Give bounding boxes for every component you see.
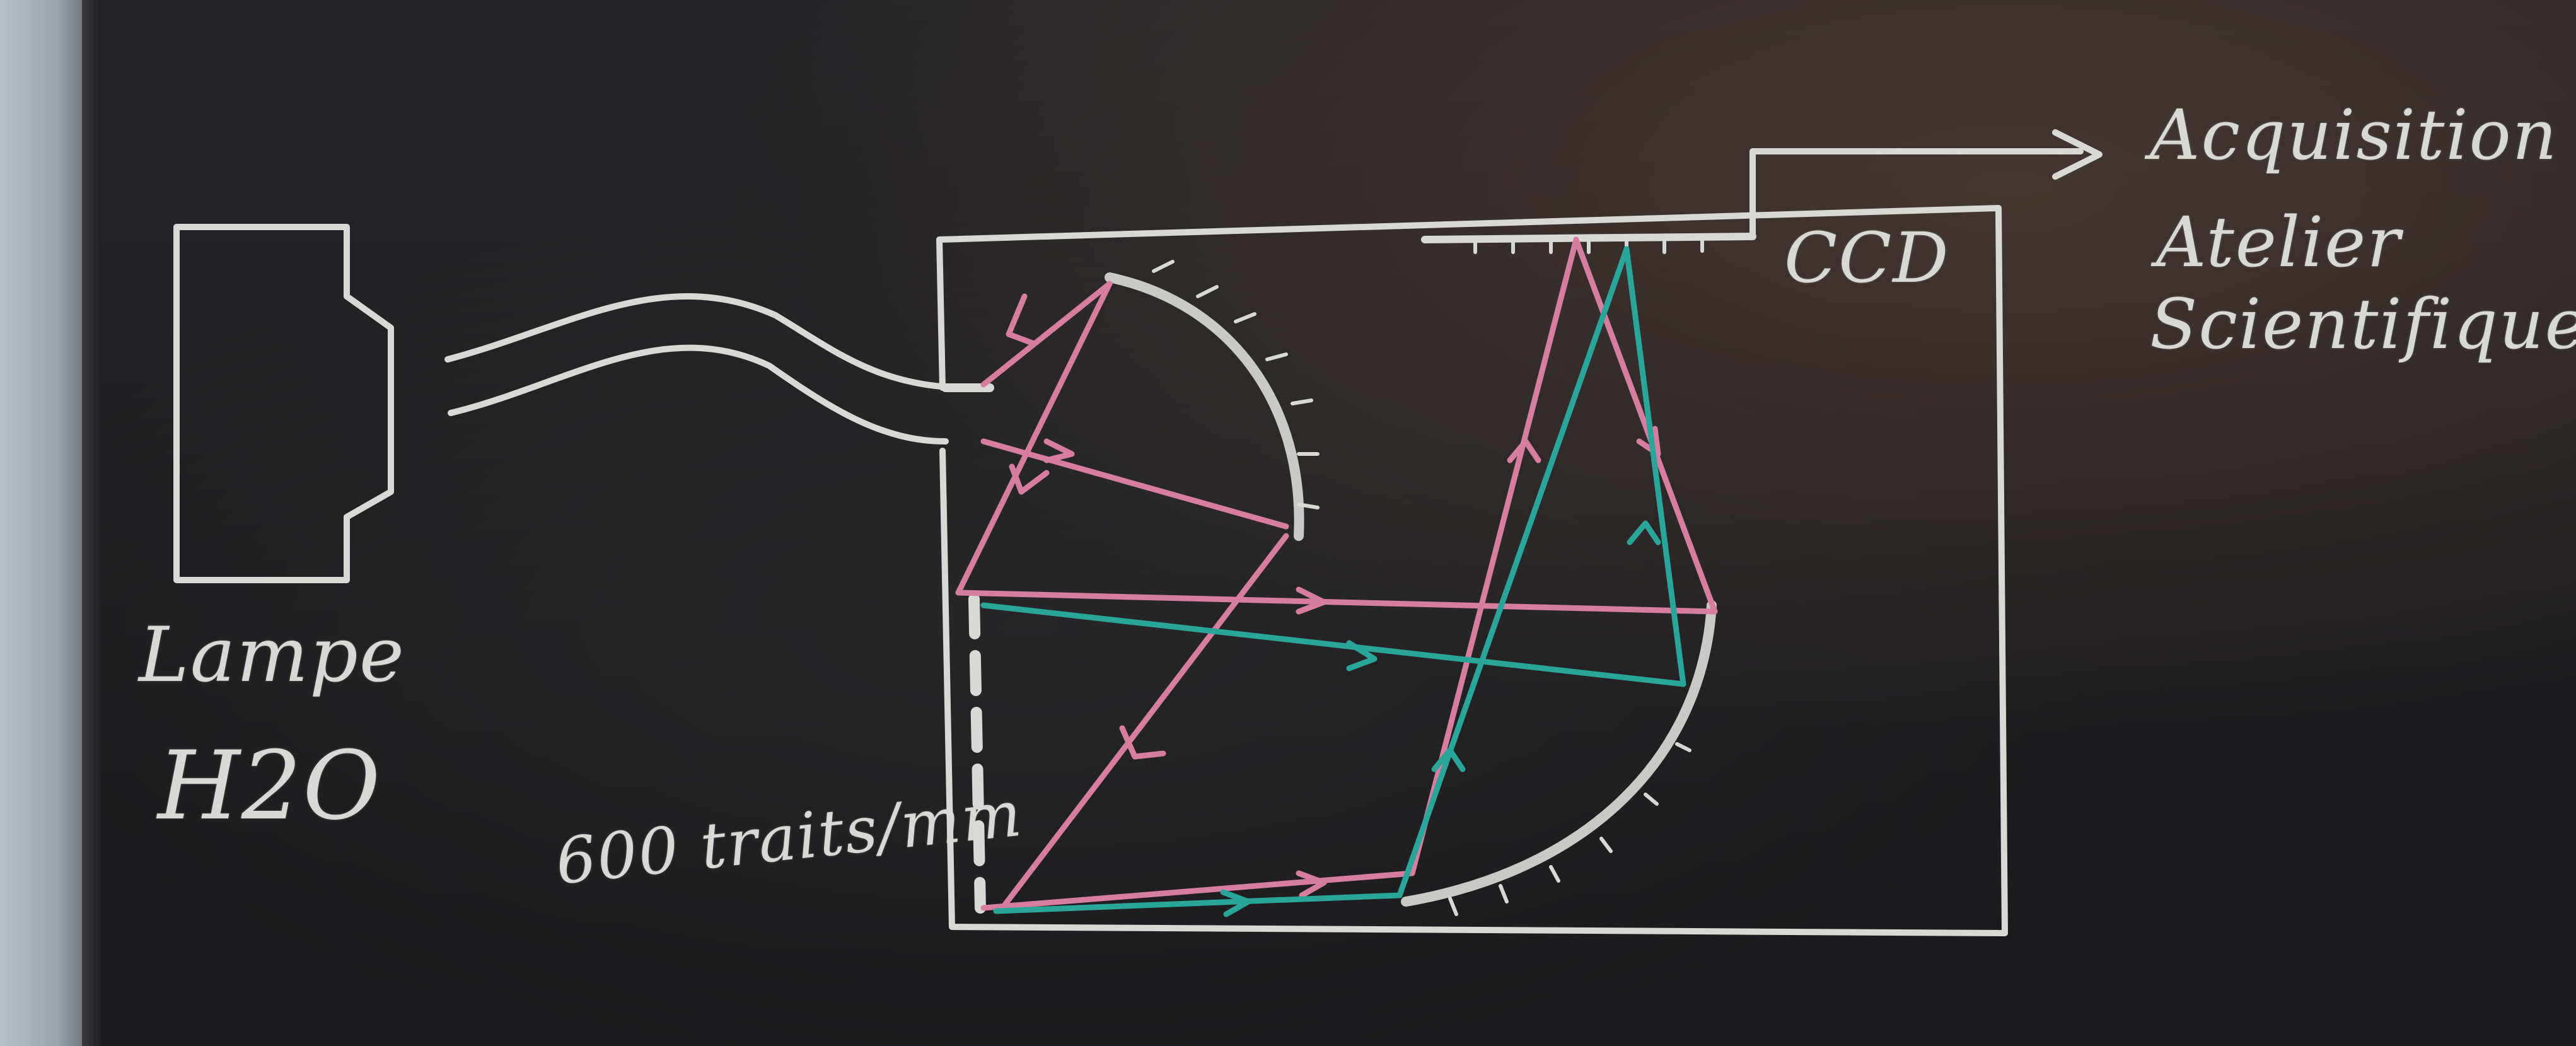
optical-fiber-lower [448, 344, 949, 445]
mirror-hatch-upper [1152, 260, 1320, 509]
teal-rays [980, 246, 1686, 917]
software-label-line3: Scientifique [2150, 284, 2576, 364]
diffraction-grating [968, 593, 986, 914]
software-label-line1: Acquisition [2150, 95, 2558, 175]
ccd-cable-arrow [2052, 129, 2103, 180]
collimating-mirror [1105, 272, 1304, 541]
pink-rays [955, 236, 1718, 911]
lamp-label: Lampe [139, 612, 405, 699]
optical-fiber-upper [444, 293, 987, 392]
software-label-line2: Atelier [2156, 202, 2401, 282]
board-frame [82, 0, 101, 1046]
lamp-type-label: H2O [158, 731, 382, 841]
mirror-hatch-lower [1448, 742, 1691, 916]
focusing-mirror [1401, 600, 1717, 907]
ccd-label: CCD [1784, 218, 1950, 298]
ccd-hatch [1473, 236, 1704, 254]
spectrometer-box [936, 205, 2008, 936]
wall-edge [0, 0, 95, 1046]
lamp-housing [173, 224, 394, 583]
ccd-cable [1749, 148, 2084, 240]
